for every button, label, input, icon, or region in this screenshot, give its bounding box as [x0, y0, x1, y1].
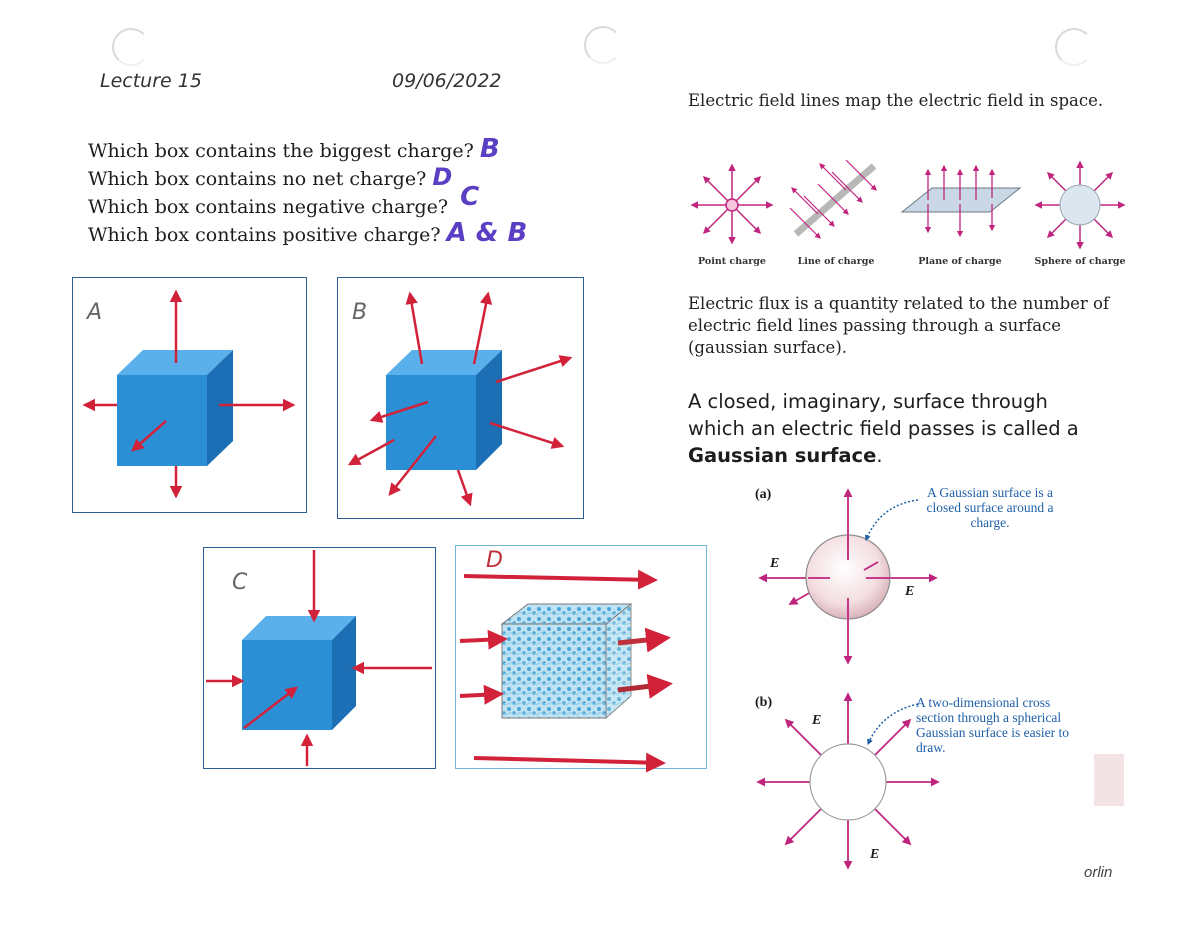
figure-b-note: A two-dimensional cross section through …: [916, 695, 1069, 755]
cube-d: [500, 602, 633, 720]
answer-2: D: [432, 163, 453, 191]
answer-4: A & B: [446, 218, 528, 248]
box-b: B: [337, 277, 584, 519]
question-3: Which box contains negative charge? C: [88, 182, 480, 218]
box-c: C: [203, 547, 436, 769]
box-b-label: B: [352, 300, 368, 325]
question-1: Which box contains the biggest charge? B: [88, 134, 500, 164]
box-c-drawing: [206, 550, 432, 766]
question-list: Which box contains the biggest charge? B…: [88, 136, 568, 248]
box-c-label: C: [232, 570, 248, 595]
e-label-a-left: E⃗: [770, 556, 791, 571]
box-d-label: D: [486, 548, 503, 573]
punch-hole-left: [112, 28, 150, 66]
e-label-a-right: E⃗: [905, 584, 926, 599]
gaussian-cross-section: [809, 743, 887, 821]
lecture-date: 09/06/2022: [392, 70, 502, 92]
box-d: D: [455, 545, 707, 773]
figure-b-label: (b): [755, 695, 773, 710]
box-a-drawing: [82, 289, 296, 499]
question-2: Which box contains no net charge? D: [88, 163, 453, 191]
field-lines-paragraph: Electric field lines map the electric fi…: [688, 91, 1104, 110]
smudge-mark: [1094, 754, 1124, 806]
punch-hole-right: [1055, 28, 1093, 66]
cube-c: [242, 616, 356, 730]
box-a-label: A: [87, 300, 103, 325]
lecture-title: Lecture 15: [100, 70, 202, 92]
e-label-b-top: E⃗: [812, 713, 833, 728]
figure-b-field: [756, 692, 940, 870]
cube-b: [386, 350, 502, 470]
box-b-drawing: [347, 291, 573, 507]
punch-hole-middle: [584, 26, 622, 64]
credit-text: orlin: [1084, 864, 1113, 881]
gaussian-definition: A closed, imaginary, surface through whi…: [688, 390, 1079, 467]
plane-charge-diagram: [900, 164, 1022, 238]
answer-1: B: [479, 134, 500, 164]
figure-a-note: A Gaussian surface is a closed surface a…: [926, 485, 1054, 530]
flux-paragraph: Electric flux is a quantity related to t…: [688, 294, 1110, 357]
cube-a: [117, 350, 233, 466]
caption-line-charge: Line of charge: [797, 256, 875, 267]
box-d-drawing: [459, 569, 673, 773]
question-4: Which box contains positive charge? A & …: [88, 218, 528, 248]
caption-sphere-charge: Sphere of charge: [1034, 256, 1126, 267]
figure-a-label: (a): [755, 487, 772, 502]
box-a: A: [72, 277, 307, 513]
sphere-charge-diagram: [1034, 160, 1126, 250]
point-charge-diagram: [690, 163, 774, 245]
caption-point-charge: Point charge: [698, 256, 766, 267]
caption-plane-charge: Plane of charge: [918, 256, 1002, 267]
e-label-b-bottom: E⃗: [870, 847, 891, 862]
answer-3: C: [460, 182, 480, 212]
line-charge-diagram: [789, 159, 877, 239]
gaussian-term: Gaussian surface: [688, 444, 877, 467]
